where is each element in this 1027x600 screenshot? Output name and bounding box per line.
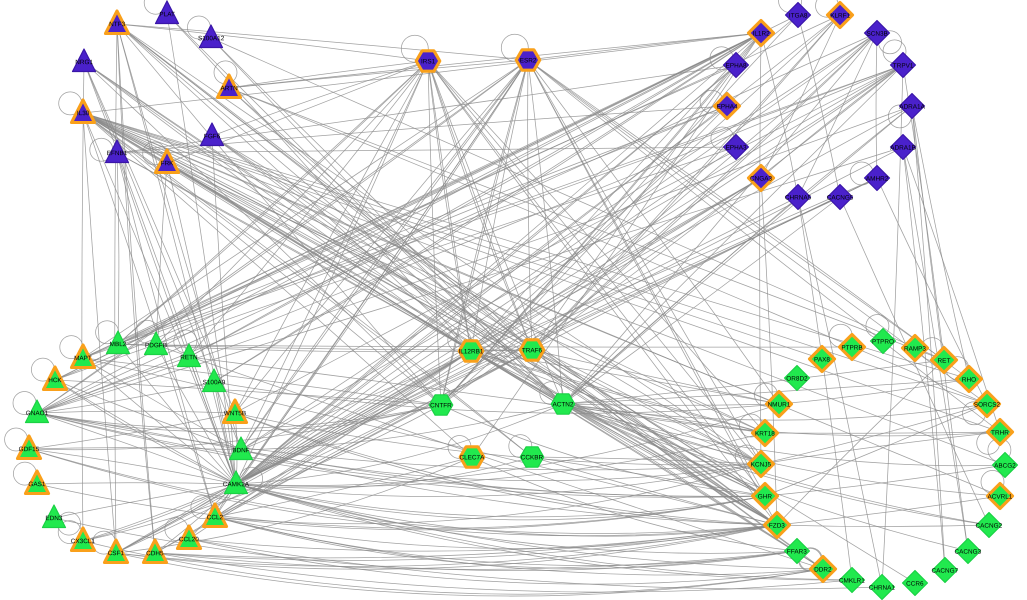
svg-text:CACNG7: CACNG7: [932, 568, 959, 575]
svg-text:ESR2: ESR2: [520, 57, 537, 64]
svg-text:ARTN: ARTN: [220, 85, 238, 92]
svg-text:SCN3B: SCN3B: [866, 31, 887, 38]
svg-text:OR8D2: OR8D2: [786, 376, 808, 383]
svg-text:CACNG3: CACNG3: [955, 549, 982, 556]
svg-text:IL1R2: IL1R2: [753, 31, 771, 38]
svg-text:CNGA3: CNGA3: [750, 176, 772, 183]
svg-text:PDGFB: PDGFB: [145, 342, 167, 349]
svg-text:TRPV1: TRPV1: [893, 63, 914, 70]
svg-text:CCL20: CCL20: [179, 536, 199, 543]
svg-text:KLRF1: KLRF1: [830, 13, 850, 20]
svg-text:CX3CL1: CX3CL1: [71, 538, 96, 545]
svg-text:CLEC7A: CLEC7A: [459, 454, 485, 461]
svg-text:PAX8: PAX8: [814, 357, 830, 364]
svg-text:CACNG5: CACNG5: [827, 195, 854, 202]
svg-text:NMUR1: NMUR1: [768, 402, 791, 409]
svg-text:IL12RB1: IL12RB1: [459, 348, 484, 355]
svg-text:EPHA8: EPHA8: [726, 63, 747, 70]
svg-text:EDN3: EDN3: [45, 515, 62, 522]
svg-text:TRHR: TRHR: [991, 430, 1009, 437]
svg-text:CDH5: CDH5: [146, 550, 164, 557]
svg-text:FZD3: FZD3: [769, 523, 785, 530]
svg-text:FFAR3: FFAR3: [787, 549, 807, 556]
svg-text:CCR6: CCR6: [906, 581, 924, 588]
svg-text:GAS1: GAS1: [28, 481, 45, 488]
svg-text:NRG1: NRG1: [75, 59, 93, 66]
svg-text:SORCS2: SORCS2: [974, 402, 1001, 409]
svg-text:IL30: IL30: [77, 110, 90, 117]
svg-text:ACTN2: ACTN2: [552, 401, 573, 408]
svg-text:CHRNA5: CHRNA5: [785, 195, 812, 202]
svg-text:GHR: GHR: [758, 494, 773, 501]
svg-text:KRT18: KRT18: [755, 431, 775, 438]
svg-text:CCKBR: CCKBR: [521, 454, 544, 461]
svg-text:TRAF6: TRAF6: [522, 347, 543, 354]
svg-text:CSF1: CSF1: [108, 550, 125, 557]
svg-text:RHO: RHO: [962, 377, 976, 384]
svg-text:ABCG2: ABCG2: [994, 463, 1016, 470]
svg-text:DDR2: DDR2: [814, 567, 832, 574]
svg-text:ACVRL1: ACVRL1: [987, 494, 1012, 501]
svg-text:HCK: HCK: [48, 377, 62, 384]
svg-text:ADRA1A: ADRA1A: [899, 104, 925, 111]
svg-text:KCNJ5: KCNJ5: [751, 462, 772, 469]
svg-text:ITGA8: ITGA8: [789, 13, 808, 20]
svg-text:RAMP3: RAMP3: [904, 346, 926, 353]
svg-text:AMHR2: AMHR2: [866, 176, 889, 183]
svg-text:MAPT: MAPT: [74, 355, 92, 362]
svg-text:ADRA1B: ADRA1B: [890, 145, 916, 152]
svg-text:CCL2: CCL2: [207, 514, 224, 521]
svg-text:GNAO1: GNAO1: [26, 410, 49, 417]
svg-text:EFNB1: EFNB1: [107, 150, 128, 157]
svg-text:S100A9: S100A9: [203, 379, 226, 386]
svg-text:CAMK2A: CAMK2A: [223, 481, 250, 488]
svg-text:GDF15: GDF15: [19, 446, 40, 453]
svg-text:NTF3: NTF3: [109, 21, 125, 28]
svg-text:EPHA3: EPHA3: [726, 145, 747, 152]
svg-text:S100A12: S100A12: [198, 35, 225, 42]
svg-text:PTPRB: PTPRB: [841, 345, 862, 352]
svg-text:PTPRO: PTPRO: [872, 339, 894, 346]
svg-text:RETN: RETN: [180, 354, 198, 361]
svg-text:BDNF: BDNF: [232, 447, 249, 454]
svg-text:CHRNA1: CHRNA1: [869, 585, 896, 592]
svg-text:MBL2: MBL2: [110, 341, 127, 348]
svg-text:WNT5B: WNT5B: [224, 410, 246, 417]
svg-text:EPHA4: EPHA4: [717, 104, 738, 111]
svg-text:FRK: FRK: [161, 160, 175, 167]
svg-text:CMKLR1: CMKLR1: [839, 578, 865, 585]
svg-text:FGF6: FGF6: [204, 133, 221, 140]
svg-text:PLAT: PLAT: [159, 11, 175, 18]
svg-text:RET: RET: [938, 358, 951, 365]
svg-text:IRS1: IRS1: [421, 58, 436, 65]
svg-text:CACNG2: CACNG2: [976, 523, 1003, 530]
svg-text:CNTFR: CNTFR: [430, 402, 452, 409]
